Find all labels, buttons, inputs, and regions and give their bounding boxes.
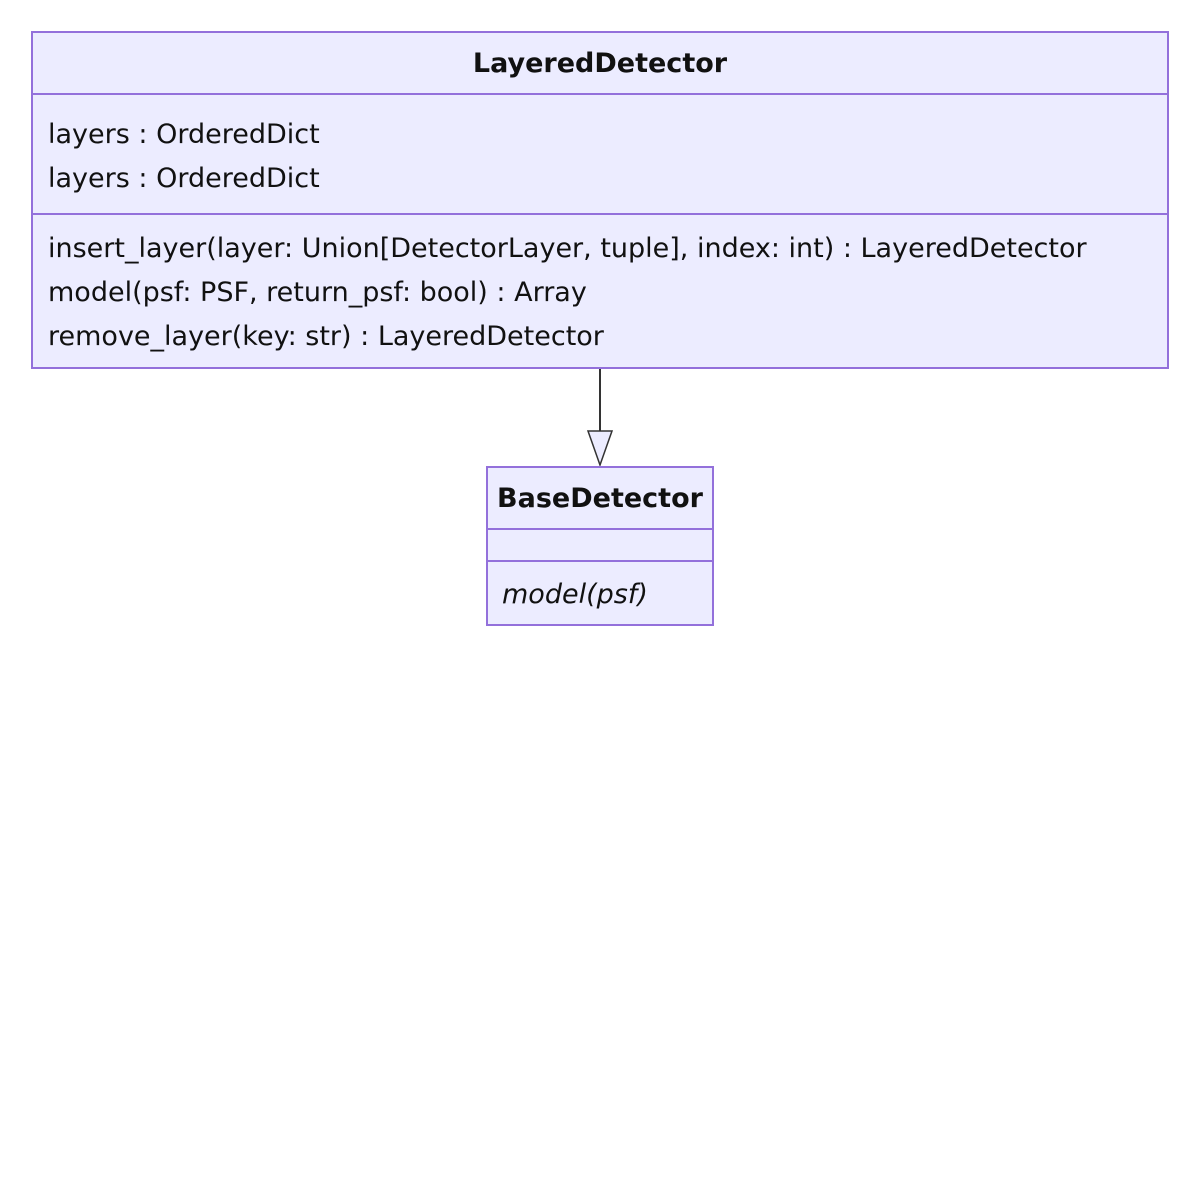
class-attributes: layers : OrderedDict layers : OrderedDic…	[33, 95, 1167, 215]
class-name: LayeredDetector	[33, 33, 1167, 95]
method: remove_layer(key: str) : LayeredDetector	[48, 321, 604, 352]
inheritance-arrowhead	[586, 430, 614, 468]
method: insert_layer(layer: Union[DetectorLayer,…	[48, 233, 1087, 264]
class-methods: model(psf)	[488, 562, 712, 620]
class-name: BaseDetector	[488, 468, 712, 530]
class-node-base-detector[interactable]: BaseDetector model(psf)	[486, 466, 714, 626]
class-attributes	[488, 530, 712, 562]
method: model(psf: PSF, return_psf: bool) : Arra…	[48, 277, 587, 308]
class-node-layered-detector[interactable]: LayeredDetector layers : OrderedDict lay…	[31, 31, 1169, 369]
attribute: layers : OrderedDict	[48, 119, 320, 150]
attribute: layers : OrderedDict	[48, 163, 320, 194]
class-methods: insert_layer(layer: Union[DetectorLayer,…	[33, 215, 1167, 359]
abstract-method: model(psf)	[502, 579, 648, 610]
